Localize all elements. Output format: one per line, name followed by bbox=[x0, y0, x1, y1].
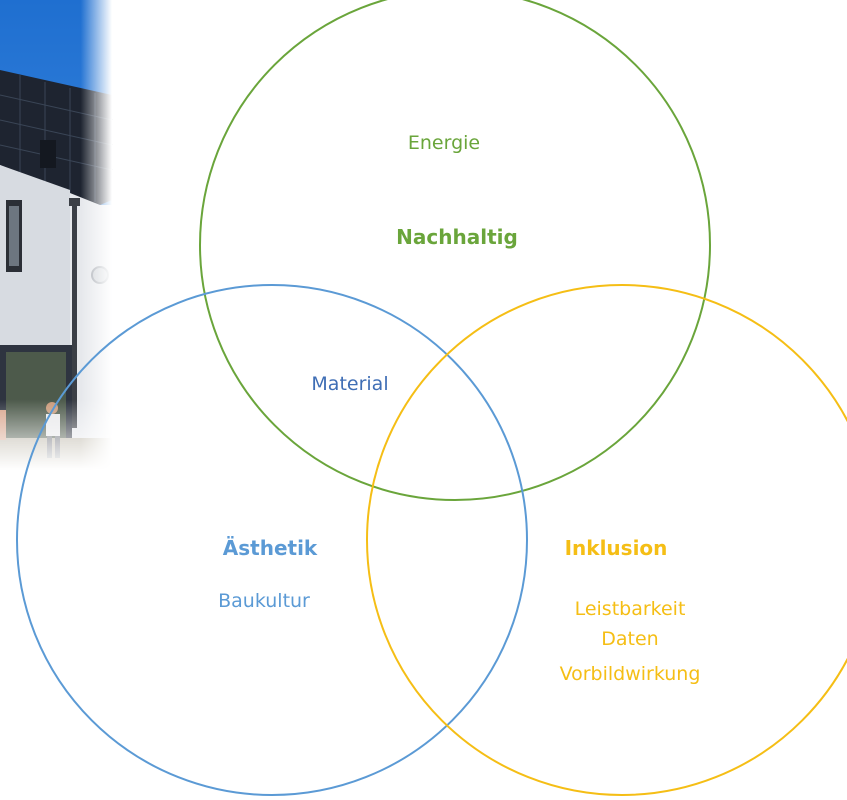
title-aesthetik: Ästhetik bbox=[223, 536, 318, 560]
title-inklusion: Inklusion bbox=[565, 536, 668, 560]
label-daten: Daten bbox=[601, 628, 658, 650]
circle-nachhaltig bbox=[199, 0, 711, 501]
house-with-children-photo bbox=[0, 0, 113, 470]
title-nachhaltig: Nachhaltig bbox=[396, 225, 518, 249]
circle-aesthetik bbox=[16, 284, 528, 796]
label-vorbildwirkung: Vorbildwirkung bbox=[560, 663, 701, 685]
label-baukultur: Baukultur bbox=[218, 590, 310, 612]
label-material: Material bbox=[311, 373, 388, 395]
circle-inklusion bbox=[366, 284, 847, 796]
label-leistbarkeit: Leistbarkeit bbox=[575, 598, 686, 620]
label-energie: Energie bbox=[408, 132, 480, 154]
